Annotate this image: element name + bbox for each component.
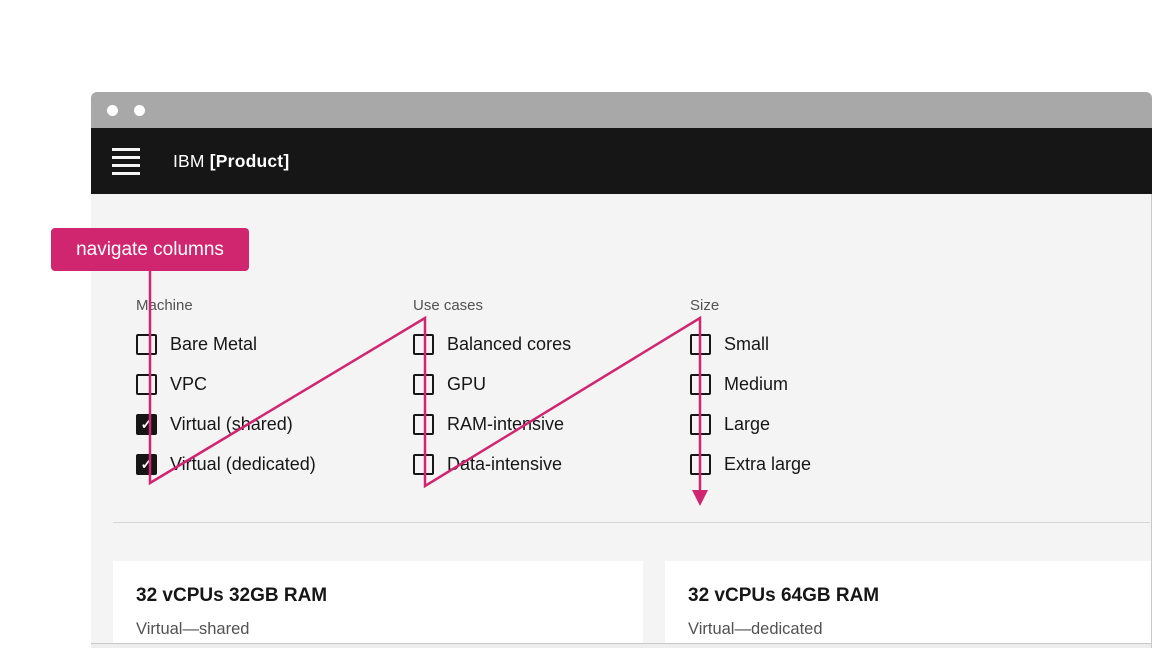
checkbox-item-virtual-dedicated[interactable]: ✓ Virtual (dedicated) xyxy=(136,444,316,484)
checkbox-label: Data-intensive xyxy=(447,453,563,474)
checkbox[interactable]: ✓ xyxy=(136,453,157,475)
checkbox-label: RAM-intensive xyxy=(447,413,565,434)
filter-group-machine: Machine Bare Metal VPC ✓ Virtual (shared… xyxy=(136,297,316,484)
checkbox[interactable] xyxy=(136,373,157,395)
card-subtitle: Virtual—shared xyxy=(136,620,250,638)
checkbox-item-data-intensive[interactable]: Data-intensive xyxy=(413,444,571,484)
checkbox-item-bare-metal[interactable]: Bare Metal xyxy=(136,324,316,364)
section-divider xyxy=(113,522,1150,523)
checkbox-label: Virtual (dedicated) xyxy=(170,453,316,474)
checkbox-label: GPU xyxy=(447,373,487,394)
result-card[interactable]: 32 vCPUs 32GB RAM Virtual—shared xyxy=(113,561,643,644)
app-header: IBM [Product] xyxy=(91,128,1152,194)
checkbox-label: Small xyxy=(724,333,770,354)
filter-group-title: Size xyxy=(690,297,720,314)
checkbox-item-vpc[interactable]: VPC xyxy=(136,364,316,404)
header-brand: IBM [Product] xyxy=(173,151,289,172)
checkbox[interactable]: ✓ xyxy=(136,413,157,435)
menu-icon[interactable] xyxy=(112,147,140,175)
filter-group-use-cases: Use cases Balanced cores GPU RAM-intensi… xyxy=(413,297,571,484)
checkbox-item-large[interactable]: Large xyxy=(690,404,811,444)
checkbox-label: Extra large xyxy=(724,453,812,474)
window-dot[interactable] xyxy=(134,104,145,116)
filter-group-size: Size Small Medium Large Extra large xyxy=(690,297,811,484)
checkbox[interactable] xyxy=(690,453,711,475)
checkbox-label: Medium xyxy=(724,373,789,394)
checkbox[interactable] xyxy=(413,333,434,355)
checkbox-item-ram-intensive[interactable]: RAM-intensive xyxy=(413,404,571,444)
checkbox-label: Bare Metal xyxy=(170,333,258,354)
card-title: 32 vCPUs 64GB RAM xyxy=(688,585,880,606)
checkbox-label: Virtual (shared) xyxy=(170,413,293,434)
viewport-bottom-edge xyxy=(91,643,1151,648)
checkbox-label: Balanced cores xyxy=(447,333,572,354)
checkbox-label: Large xyxy=(724,413,771,434)
checkbox-item-small[interactable]: Small xyxy=(690,324,811,364)
window-titlebar xyxy=(91,92,1152,128)
checkbox-item-virtual-shared[interactable]: ✓ Virtual (shared) xyxy=(136,404,316,444)
checkbox-item-gpu[interactable]: GPU xyxy=(413,364,571,404)
checkbox-item-balanced-cores[interactable]: Balanced cores xyxy=(413,324,571,364)
filter-group-title: Use cases xyxy=(413,297,484,314)
checkbox[interactable] xyxy=(413,453,434,475)
brand-name: IBM xyxy=(173,150,205,171)
card-subtitle: Virtual—dedicated xyxy=(688,620,823,638)
browser-window: IBM [Product] Machine Bare Metal VPC ✓ V… xyxy=(91,92,1152,648)
checkbox[interactable] xyxy=(690,373,711,395)
checkbox[interactable] xyxy=(690,413,711,435)
filter-group-title: Machine xyxy=(136,297,193,314)
checkbox-item-medium[interactable]: Medium xyxy=(690,364,811,404)
checkbox[interactable] xyxy=(413,413,434,435)
result-card[interactable]: 32 vCPUs 64GB RAM Virtual—dedicated xyxy=(665,561,1151,644)
checkbox-item-extra-large[interactable]: Extra large xyxy=(690,444,811,484)
checkbox-label: VPC xyxy=(170,373,208,394)
card-title: 32 vCPUs 32GB RAM xyxy=(136,585,328,606)
checkbox[interactable] xyxy=(413,373,434,395)
checkbox[interactable] xyxy=(690,333,711,355)
checkbox[interactable] xyxy=(136,333,157,355)
main-content: Machine Bare Metal VPC ✓ Virtual (shared… xyxy=(91,194,1152,648)
product-name: [Product] xyxy=(209,150,290,171)
annotation-label: navigate columns xyxy=(51,228,249,271)
window-dot[interactable] xyxy=(107,104,118,116)
